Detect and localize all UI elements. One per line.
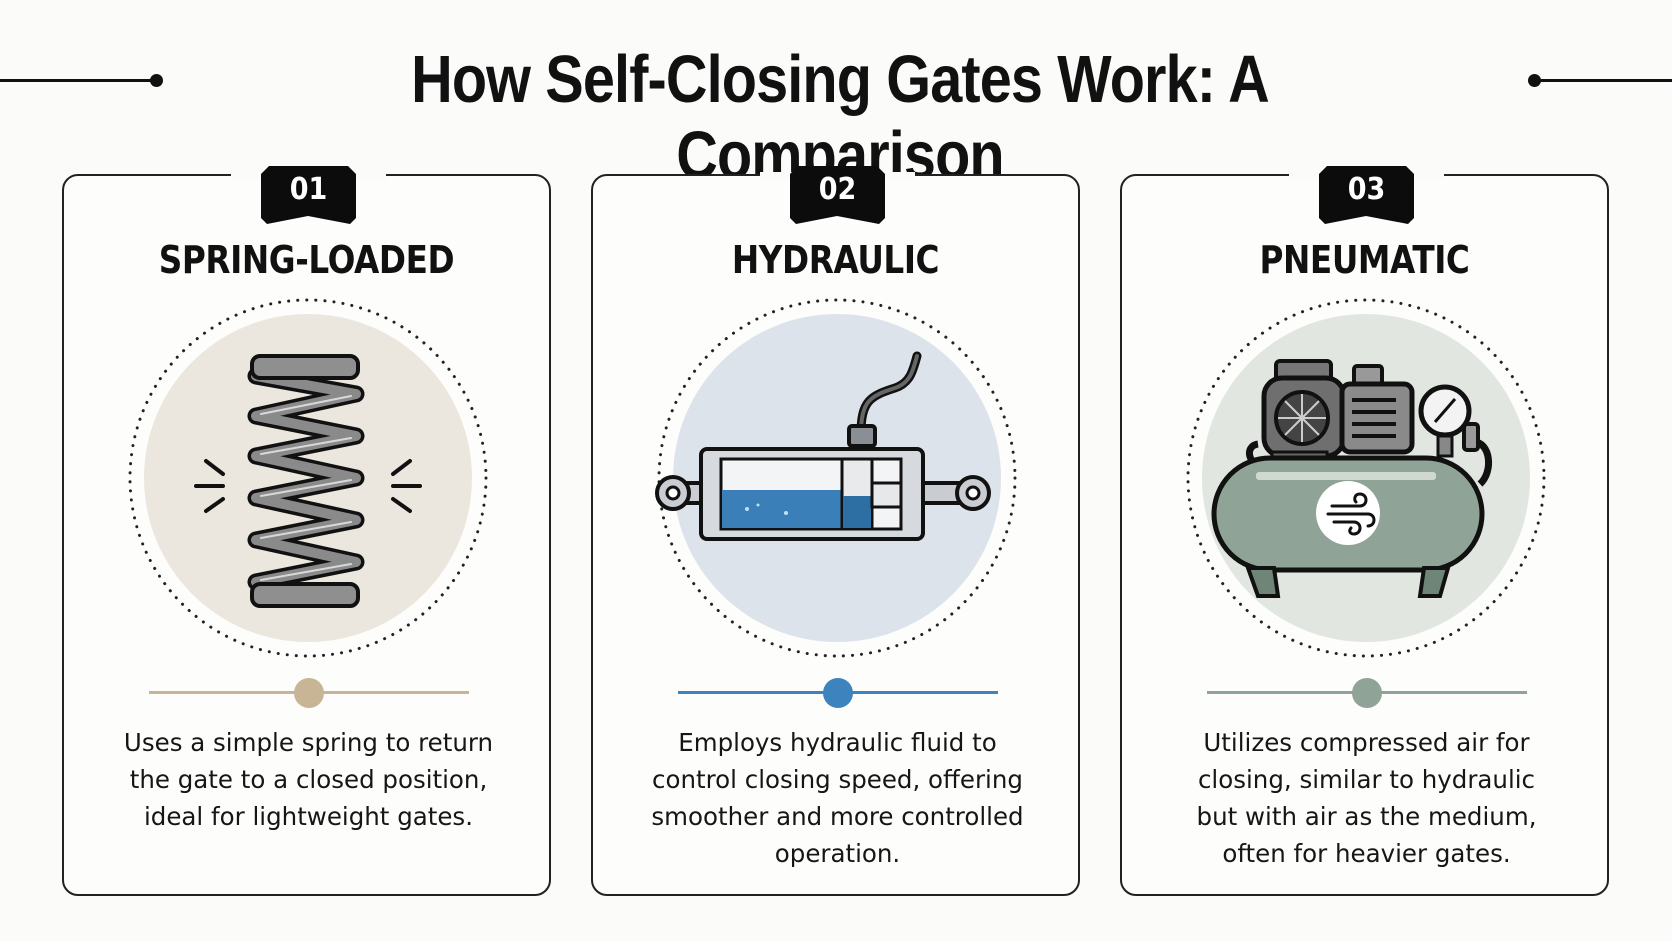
pneumatic-illustration <box>1184 296 1548 660</box>
hydraulic-cylinder-icon <box>655 298 1017 658</box>
card-description: Uses a simple spring to return the gate … <box>84 724 533 835</box>
description-line: ideal for lightweight gates. <box>143 802 473 831</box>
badge-number: 02 <box>818 172 857 207</box>
description-line: operation. <box>774 839 901 868</box>
spring-icon <box>128 298 488 658</box>
title-rule-right-dot <box>1528 74 1541 87</box>
number-badge: 01 <box>261 166 356 224</box>
description-line: Uses a simple spring to return <box>123 728 494 757</box>
title-rule-right <box>1535 79 1672 82</box>
badge-number: 01 <box>289 172 328 207</box>
description-line: smoother and more controlled <box>651 802 1024 831</box>
description-line: closing, similar to hydraulic <box>1197 765 1536 794</box>
page-title: How Self-Closing Gates Work: A Compariso… <box>411 42 1270 193</box>
description-line: often for heavier gates. <box>1222 839 1511 868</box>
accent-dot <box>294 678 324 708</box>
accent-dot <box>1352 678 1382 708</box>
description-line: the gate to a closed position, <box>129 765 488 794</box>
badge-number: 03 <box>1347 172 1386 207</box>
card-description: Utilizes compressed air for closing, sim… <box>1142 724 1591 872</box>
card-description: Employs hydraulic fluid to control closi… <box>613 724 1062 872</box>
card-spring-loaded: 01 SPRING-LOADED Uses a simple spring <box>62 166 551 896</box>
card-pneumatic: 03 PNEUMATIC <box>1120 166 1609 896</box>
description-line: Employs hydraulic fluid to <box>678 728 997 757</box>
hydraulic-illustration <box>655 296 1019 660</box>
description-line: but with air as the medium, <box>1196 802 1537 831</box>
spring-illustration <box>126 296 490 660</box>
description-line: control closing speed, offering <box>652 765 1023 794</box>
title-rule-left-dot <box>150 74 163 87</box>
accent-dot <box>823 678 853 708</box>
card-hydraulic: 02 HYDRAULIC Employs hydraulic fluid to <box>591 166 1080 896</box>
description-line: Utilizes compressed air for <box>1203 728 1530 757</box>
card-heading: SPRING-LOADED <box>158 238 455 282</box>
number-badge: 02 <box>790 166 885 224</box>
title-row: How Self-Closing Gates Work: A Compariso… <box>0 30 1672 193</box>
card-heading: PNEUMATIC <box>1259 238 1470 282</box>
number-badge: 03 <box>1319 166 1414 224</box>
title-rule-left <box>0 79 152 82</box>
card-heading: HYDRAULIC <box>731 238 940 282</box>
air-compressor-icon <box>1186 298 1546 658</box>
